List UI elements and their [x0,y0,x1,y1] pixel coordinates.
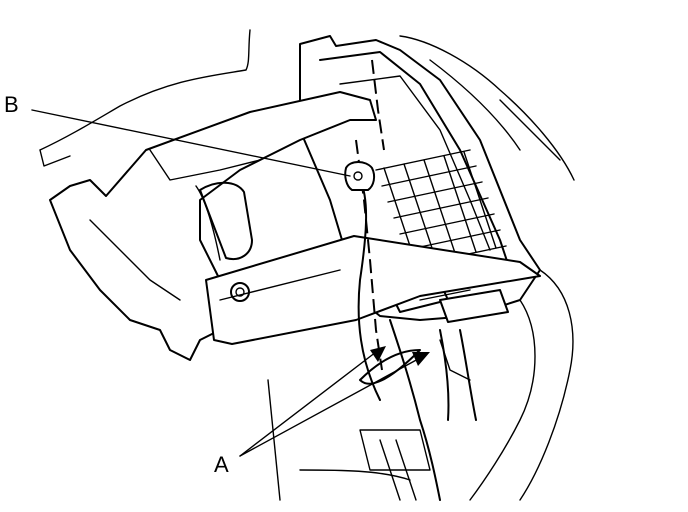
dashboard-outline [39,29,575,501]
arrow-head-a2 [412,352,430,366]
fuse-grid [375,149,507,267]
leader-line-a2 [239,357,421,457]
leader-line-b [31,109,351,177]
clip-b [344,161,376,191]
fuse-relay-box [299,35,541,381]
leader-lines [31,109,430,457]
callout-label-a: A [214,452,229,477]
under-dash-panel [49,91,377,361]
arrow-head-a1 [370,346,386,362]
callout-label-b: B [4,92,19,117]
leader-line-a1 [239,351,377,457]
